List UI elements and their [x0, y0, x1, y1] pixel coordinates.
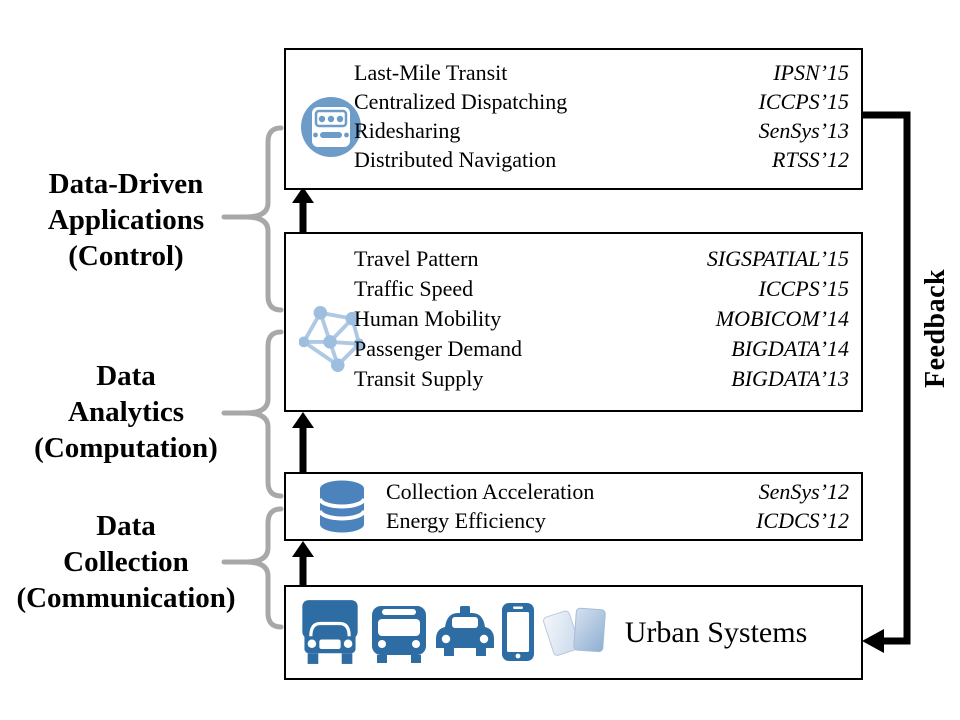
layer-label-line: Analytics — [68, 396, 184, 428]
publication-row: Distributed Navigation RTSS’12 — [354, 145, 849, 174]
topic-label: Human Mobility — [354, 306, 502, 331]
venue-label: MOBICOM’14 — [715, 306, 849, 331]
venue-label: BIGDATA’14 — [731, 336, 849, 361]
publication-row: Transit Supply BIGDATA’13 — [354, 364, 849, 394]
collection-layer-box: Collection Acceleration SenSys’12 Energy… — [284, 472, 863, 541]
topic-label: Collection Acceleration — [386, 479, 595, 504]
publication-row: Last-Mile Transit IPSN’15 — [354, 58, 849, 87]
database-icon — [318, 480, 366, 533]
venue-label: ICDCS’12 — [756, 508, 849, 533]
topic-label: Centralized Dispatching — [354, 89, 568, 114]
layer-label-line: (Communication) — [16, 582, 236, 614]
publication-row: Energy Efficiency ICDCS’12 — [386, 506, 849, 535]
publication-row: Travel Pattern SIGSPATIAL’15 — [354, 244, 849, 274]
topic-label: Distributed Navigation — [354, 147, 557, 172]
venue-label: IPSN’15 — [773, 60, 849, 85]
topic-label: Travel Pattern — [354, 246, 479, 271]
layer-label-line: Collection — [63, 546, 189, 578]
topic-label: Transit Supply — [354, 366, 484, 391]
venue-label: SIGSPATIAL’15 — [706, 246, 849, 271]
urban-systems-label: Urban Systems — [624, 615, 808, 649]
layer-label-line: Data — [96, 510, 156, 542]
topic-label: Last-Mile Transit — [354, 60, 508, 85]
venue-label: ICCPS’15 — [758, 276, 849, 301]
publication-row: Centralized Dispatching ICCPS’15 — [354, 87, 849, 116]
venue-label: SenSys’12 — [758, 479, 849, 504]
applications-layer-box: Last-Mile Transit IPSN’15 Centralized Di… — [284, 48, 863, 190]
layer-label-line: Applications — [47, 204, 205, 236]
feedback-label: Feedback — [920, 268, 951, 388]
venue-label: BIGDATA’13 — [731, 366, 849, 391]
feedback-arrow — [862, 111, 911, 653]
network-graph-icon — [299, 306, 363, 372]
topic-label: Traffic Speed — [354, 276, 474, 301]
up-arrow-collection-to-analytics — [292, 412, 314, 473]
publication-row: Traffic Speed ICCPS’15 — [354, 274, 849, 304]
publication-list: Last-Mile Transit IPSN’15 Centralized Di… — [354, 58, 849, 174]
venue-label: RTSS’12 — [772, 147, 849, 172]
publication-row: Ridesharing SenSys’13 — [354, 116, 849, 145]
publication-list: Collection Acceleration SenSys’12 Energy… — [386, 477, 849, 535]
smartcards-icon — [543, 607, 606, 656]
venue-label: ICCPS’15 — [758, 89, 849, 114]
topic-label: Ridesharing — [354, 118, 461, 143]
bus-icon — [372, 606, 426, 663]
shuttle-bus-icon — [301, 97, 361, 157]
urban-systems-box: Urban Systems — [284, 585, 863, 680]
taxi-icon — [436, 606, 494, 656]
topic-label: Energy Efficiency — [386, 508, 546, 533]
layer-label-line: (Computation) — [34, 432, 218, 464]
layer-label-line: Data-Driven — [48, 168, 204, 200]
publication-row: Passenger Demand BIGDATA’14 — [354, 334, 849, 364]
urban-icons-row — [298, 597, 610, 667]
layer-label-line: Data — [96, 360, 156, 392]
up-arrow-urban-to-collection — [292, 541, 314, 586]
truck-icon — [302, 600, 358, 664]
layer-label-analytics: Data Analytics (Computation) — [0, 358, 252, 466]
smartphone-icon — [502, 603, 534, 661]
topic-label: Passenger Demand — [354, 336, 523, 361]
venue-label: SenSys’13 — [758, 118, 849, 143]
analytics-layer-box: Travel Pattern SIGSPATIAL’15 Traffic Spe… — [284, 232, 863, 412]
publication-list: Travel Pattern SIGSPATIAL’15 Traffic Spe… — [354, 244, 849, 394]
up-arrow-analytics-to-applications — [292, 187, 314, 233]
layer-label-collection: Data Collection (Communication) — [0, 508, 252, 616]
layer-label-line: (Control) — [68, 240, 184, 272]
layer-label-applications: Data-Driven Applications (Control) — [0, 166, 252, 274]
publication-row: Collection Acceleration SenSys’12 — [386, 477, 849, 506]
publication-row: Human Mobility MOBICOM’14 — [354, 304, 849, 334]
